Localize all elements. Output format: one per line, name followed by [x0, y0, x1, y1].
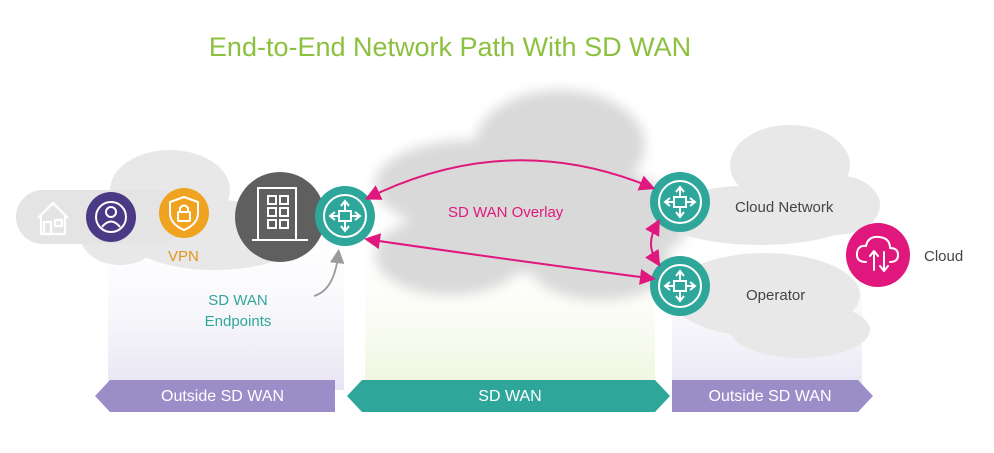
- sdwan-band-label: SD WAN: [478, 388, 542, 405]
- outside-sdwan-band-left: [95, 380, 335, 412]
- building-glyph: [252, 187, 308, 241]
- sdwan-overlay-label: SD WAN Overlay: [448, 204, 564, 221]
- operator-label: Operator: [746, 287, 806, 304]
- user-glyph: [95, 201, 127, 233]
- sdwan-router-icon-cloud-network: [650, 172, 710, 232]
- overlay-arrow-bottom: [364, 233, 656, 285]
- house-icon: [37, 201, 69, 236]
- operator-cloud: [670, 253, 870, 358]
- cloud-network-cloud: [660, 125, 880, 245]
- sdwan-router-icon-endpoint: [315, 186, 375, 246]
- vpn-label: VPN: [168, 248, 199, 265]
- overlay-arrow-top: [364, 159, 656, 200]
- outside-sdwan-right-label: Outside SD WAN: [708, 388, 832, 405]
- endpoints-label-line2: Endpoints: [204, 313, 272, 330]
- endpoint-pointer-arrow: [313, 248, 345, 297]
- endpoints-label-line1: SD WAN: [208, 292, 268, 309]
- sdwan-band: [347, 380, 670, 412]
- vpn-shield-glyph: [169, 196, 199, 231]
- overlay-cloud: [375, 90, 690, 300]
- sdwan-endpoints-label: SD WAN Endpoints: [178, 290, 298, 332]
- outside-sdwan-left-label: Outside SD WAN: [161, 388, 284, 405]
- cloud-label: Cloud: [924, 248, 964, 265]
- outside-sdwan-band-right: [672, 380, 873, 412]
- cloud-network-label: Cloud Network: [735, 199, 834, 216]
- sdwan-router-icon-operator: [650, 256, 710, 316]
- cloud-upload-glyph: [855, 235, 899, 272]
- router-link-arrow: [644, 219, 661, 267]
- page-title: End-to-End Network Path With SD WAN: [208, 32, 692, 62]
